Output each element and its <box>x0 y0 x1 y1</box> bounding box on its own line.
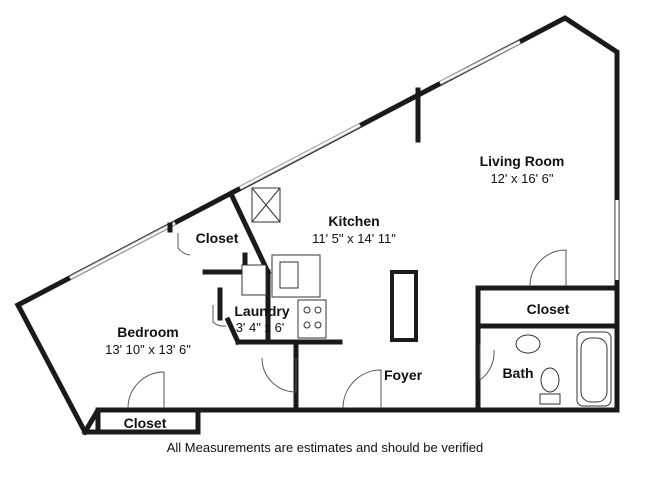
interior-walls <box>82 87 620 435</box>
room-closet-right: Closet <box>527 301 570 317</box>
room-closet-bottom: Closet <box>124 415 167 431</box>
room-laundry-dims: 3' 4" x 6' <box>236 320 285 335</box>
room-bath: Bath <box>502 365 533 381</box>
windows <box>69 40 619 280</box>
room-laundry: Laundry 3' 4" x 6' <box>234 303 289 335</box>
room-living-room-name: Living Room <box>480 153 565 169</box>
room-laundry-name: Laundry <box>234 303 289 319</box>
room-closet-upper: Closet <box>196 230 239 246</box>
room-closet-bottom-name: Closet <box>124 415 167 431</box>
bath-fixtures <box>515 331 612 407</box>
room-kitchen: Kitchen 11' 5" x 14' 11" <box>312 213 396 246</box>
doors <box>127 233 567 409</box>
room-kitchen-dims: 11' 5" x 14' 11" <box>312 231 396 246</box>
room-closet-right-name: Closet <box>527 301 570 317</box>
room-bath-name: Bath <box>502 365 533 381</box>
room-bedroom-dims: 13' 10" x 13' 6" <box>105 342 191 357</box>
measurement-disclaimer: All Measurements are estimates and shoul… <box>166 440 484 455</box>
room-foyer-name: Foyer <box>384 367 423 383</box>
room-living-room: Living Room 12' x 16' 6" <box>480 153 565 186</box>
room-bedroom-name: Bedroom <box>117 324 178 340</box>
room-kitchen-name: Kitchen <box>328 213 379 229</box>
room-foyer: Foyer <box>384 367 423 383</box>
kitchen-fixtures <box>241 187 327 339</box>
room-closet-upper-name: Closet <box>196 230 239 246</box>
room-living-room-dims: 12' x 16' 6" <box>490 171 553 186</box>
room-bedroom: Bedroom 13' 10" x 13' 6" <box>105 324 191 357</box>
